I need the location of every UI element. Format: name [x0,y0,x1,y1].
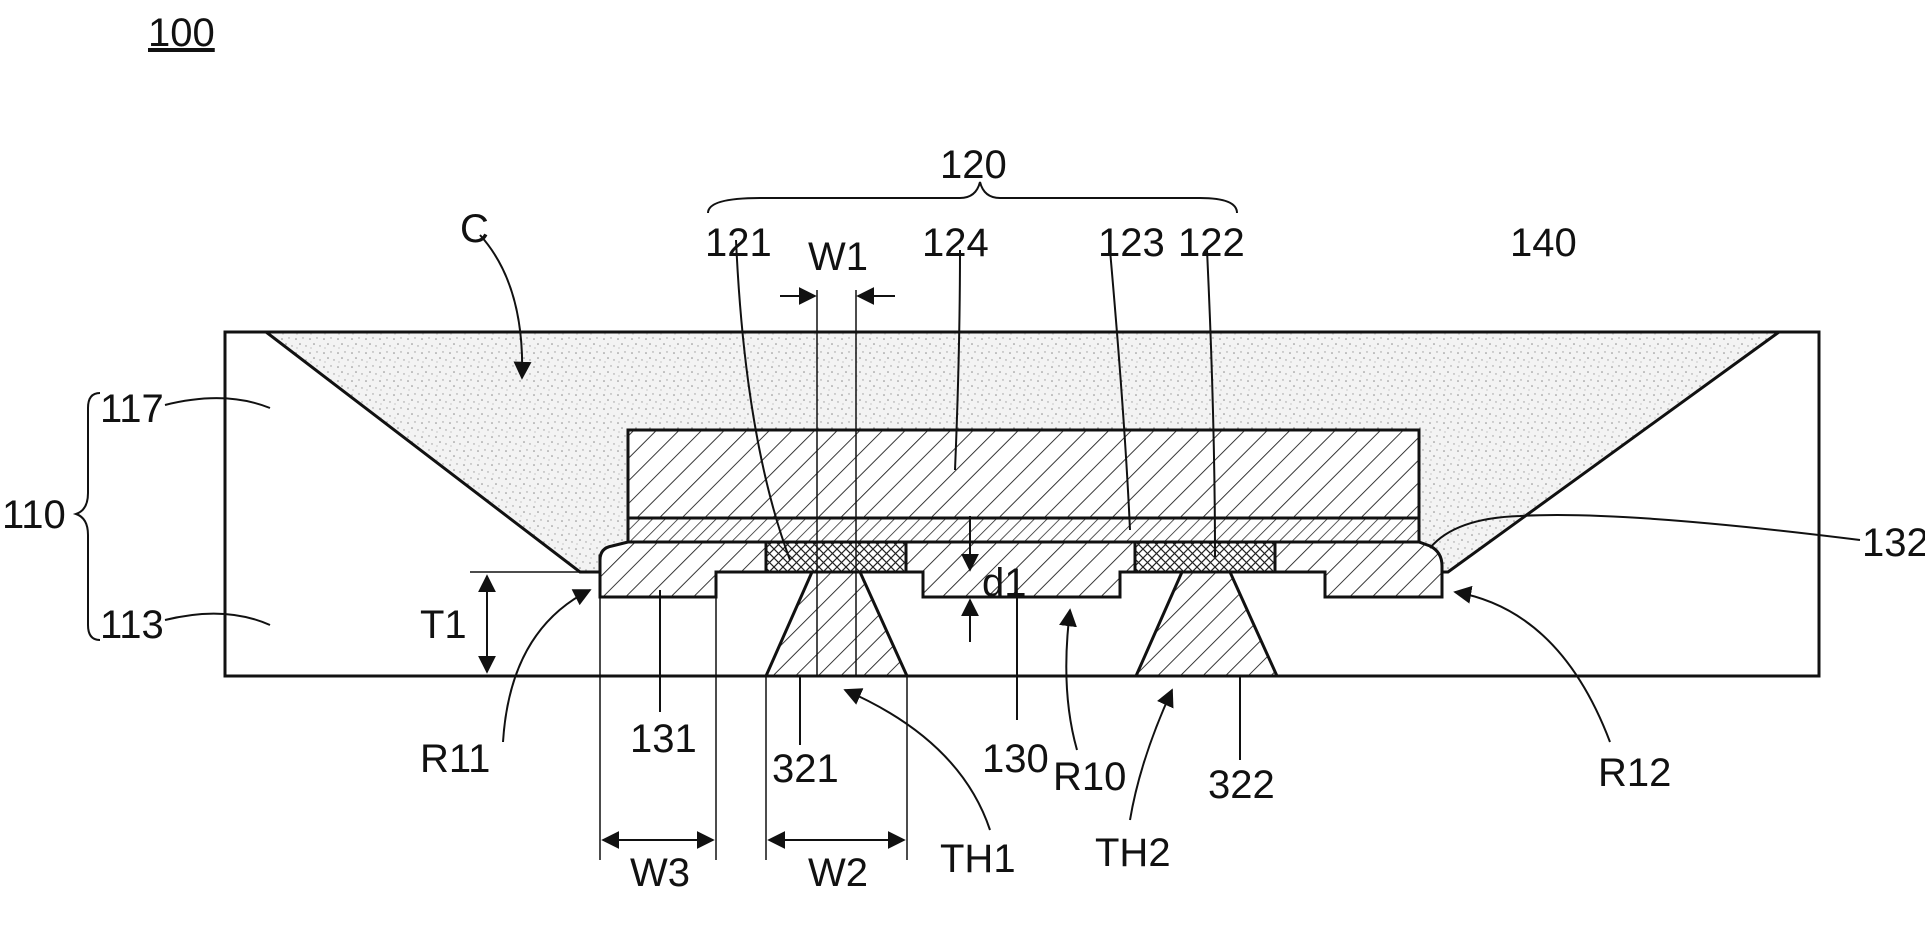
label-140: 140 [1510,221,1577,265]
figure-number: 100 [148,11,215,55]
label-131: 131 [630,717,697,761]
label-w3: W3 [630,851,690,895]
label-117: 117 [100,387,164,431]
label-c: C [460,207,489,251]
label-132: 132 [1862,521,1925,565]
electrode-122 [1135,542,1275,572]
label-321: 321 [772,747,839,791]
label-r12: R12 [1598,751,1671,795]
label-th2: TH2 [1095,831,1171,875]
label-r11: R11 [420,737,490,781]
label-123: 123 [1098,221,1165,265]
leader-th2 [1130,690,1172,820]
label-t1: T1 [420,603,467,647]
brace-110 [76,393,100,640]
layer-123 [628,518,1419,542]
label-w2: W2 [808,851,868,895]
label-322: 322 [1208,763,1275,807]
label-122: 122 [1178,221,1245,265]
label-130: 130 [982,737,1049,781]
label-120: 120 [940,143,1007,187]
electrode-121 [766,542,906,572]
label-w1: W1 [808,235,868,279]
label-124: 124 [922,221,989,265]
leader-th1 [845,690,990,830]
label-th1: TH1 [940,837,1016,881]
label-113: 113 [100,603,164,647]
chip-body-124 [628,430,1419,518]
label-121: 121 [705,221,772,265]
label-d1: d1 [982,561,1027,605]
label-r10: R10 [1053,755,1126,799]
label-110: 110 [2,493,66,537]
